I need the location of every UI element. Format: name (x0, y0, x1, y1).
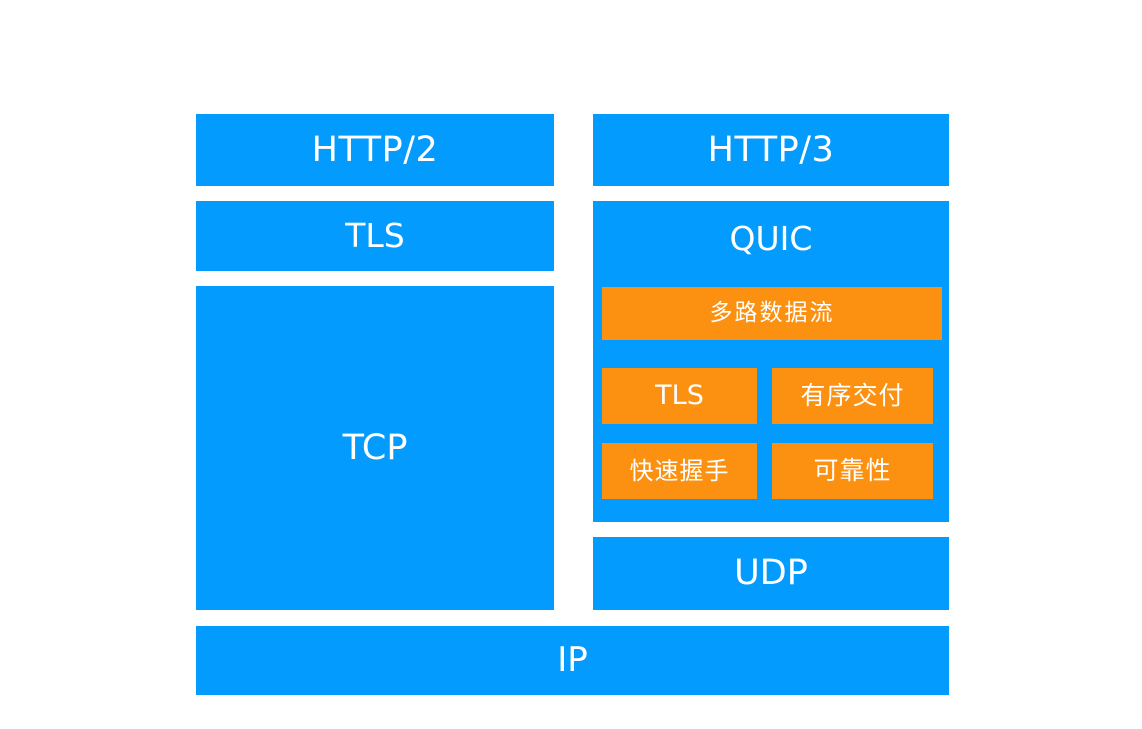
layer-http2: HTTP/2 (196, 114, 554, 186)
layer-quic-label: QUIC (729, 218, 813, 258)
quic-feature-multiplexed-streams: 多路数据流 (602, 287, 942, 340)
layer-http3: HTTP/3 (593, 114, 949, 186)
quic-feature-reliability: 可靠性 (772, 443, 933, 499)
layer-quic: QUIC 多路数据流 TLS 有序交付 快速握手 可靠性 (593, 201, 949, 522)
layer-ip: IP (196, 626, 949, 695)
layer-tls: TLS (196, 201, 554, 271)
quic-feature-fast-handshake: 快速握手 (602, 443, 757, 499)
quic-feature-ordered-delivery: 有序交付 (772, 368, 933, 424)
quic-feature-tls: TLS (602, 368, 757, 424)
layer-udp: UDP (593, 537, 949, 610)
layer-tcp: TCP (196, 286, 554, 610)
